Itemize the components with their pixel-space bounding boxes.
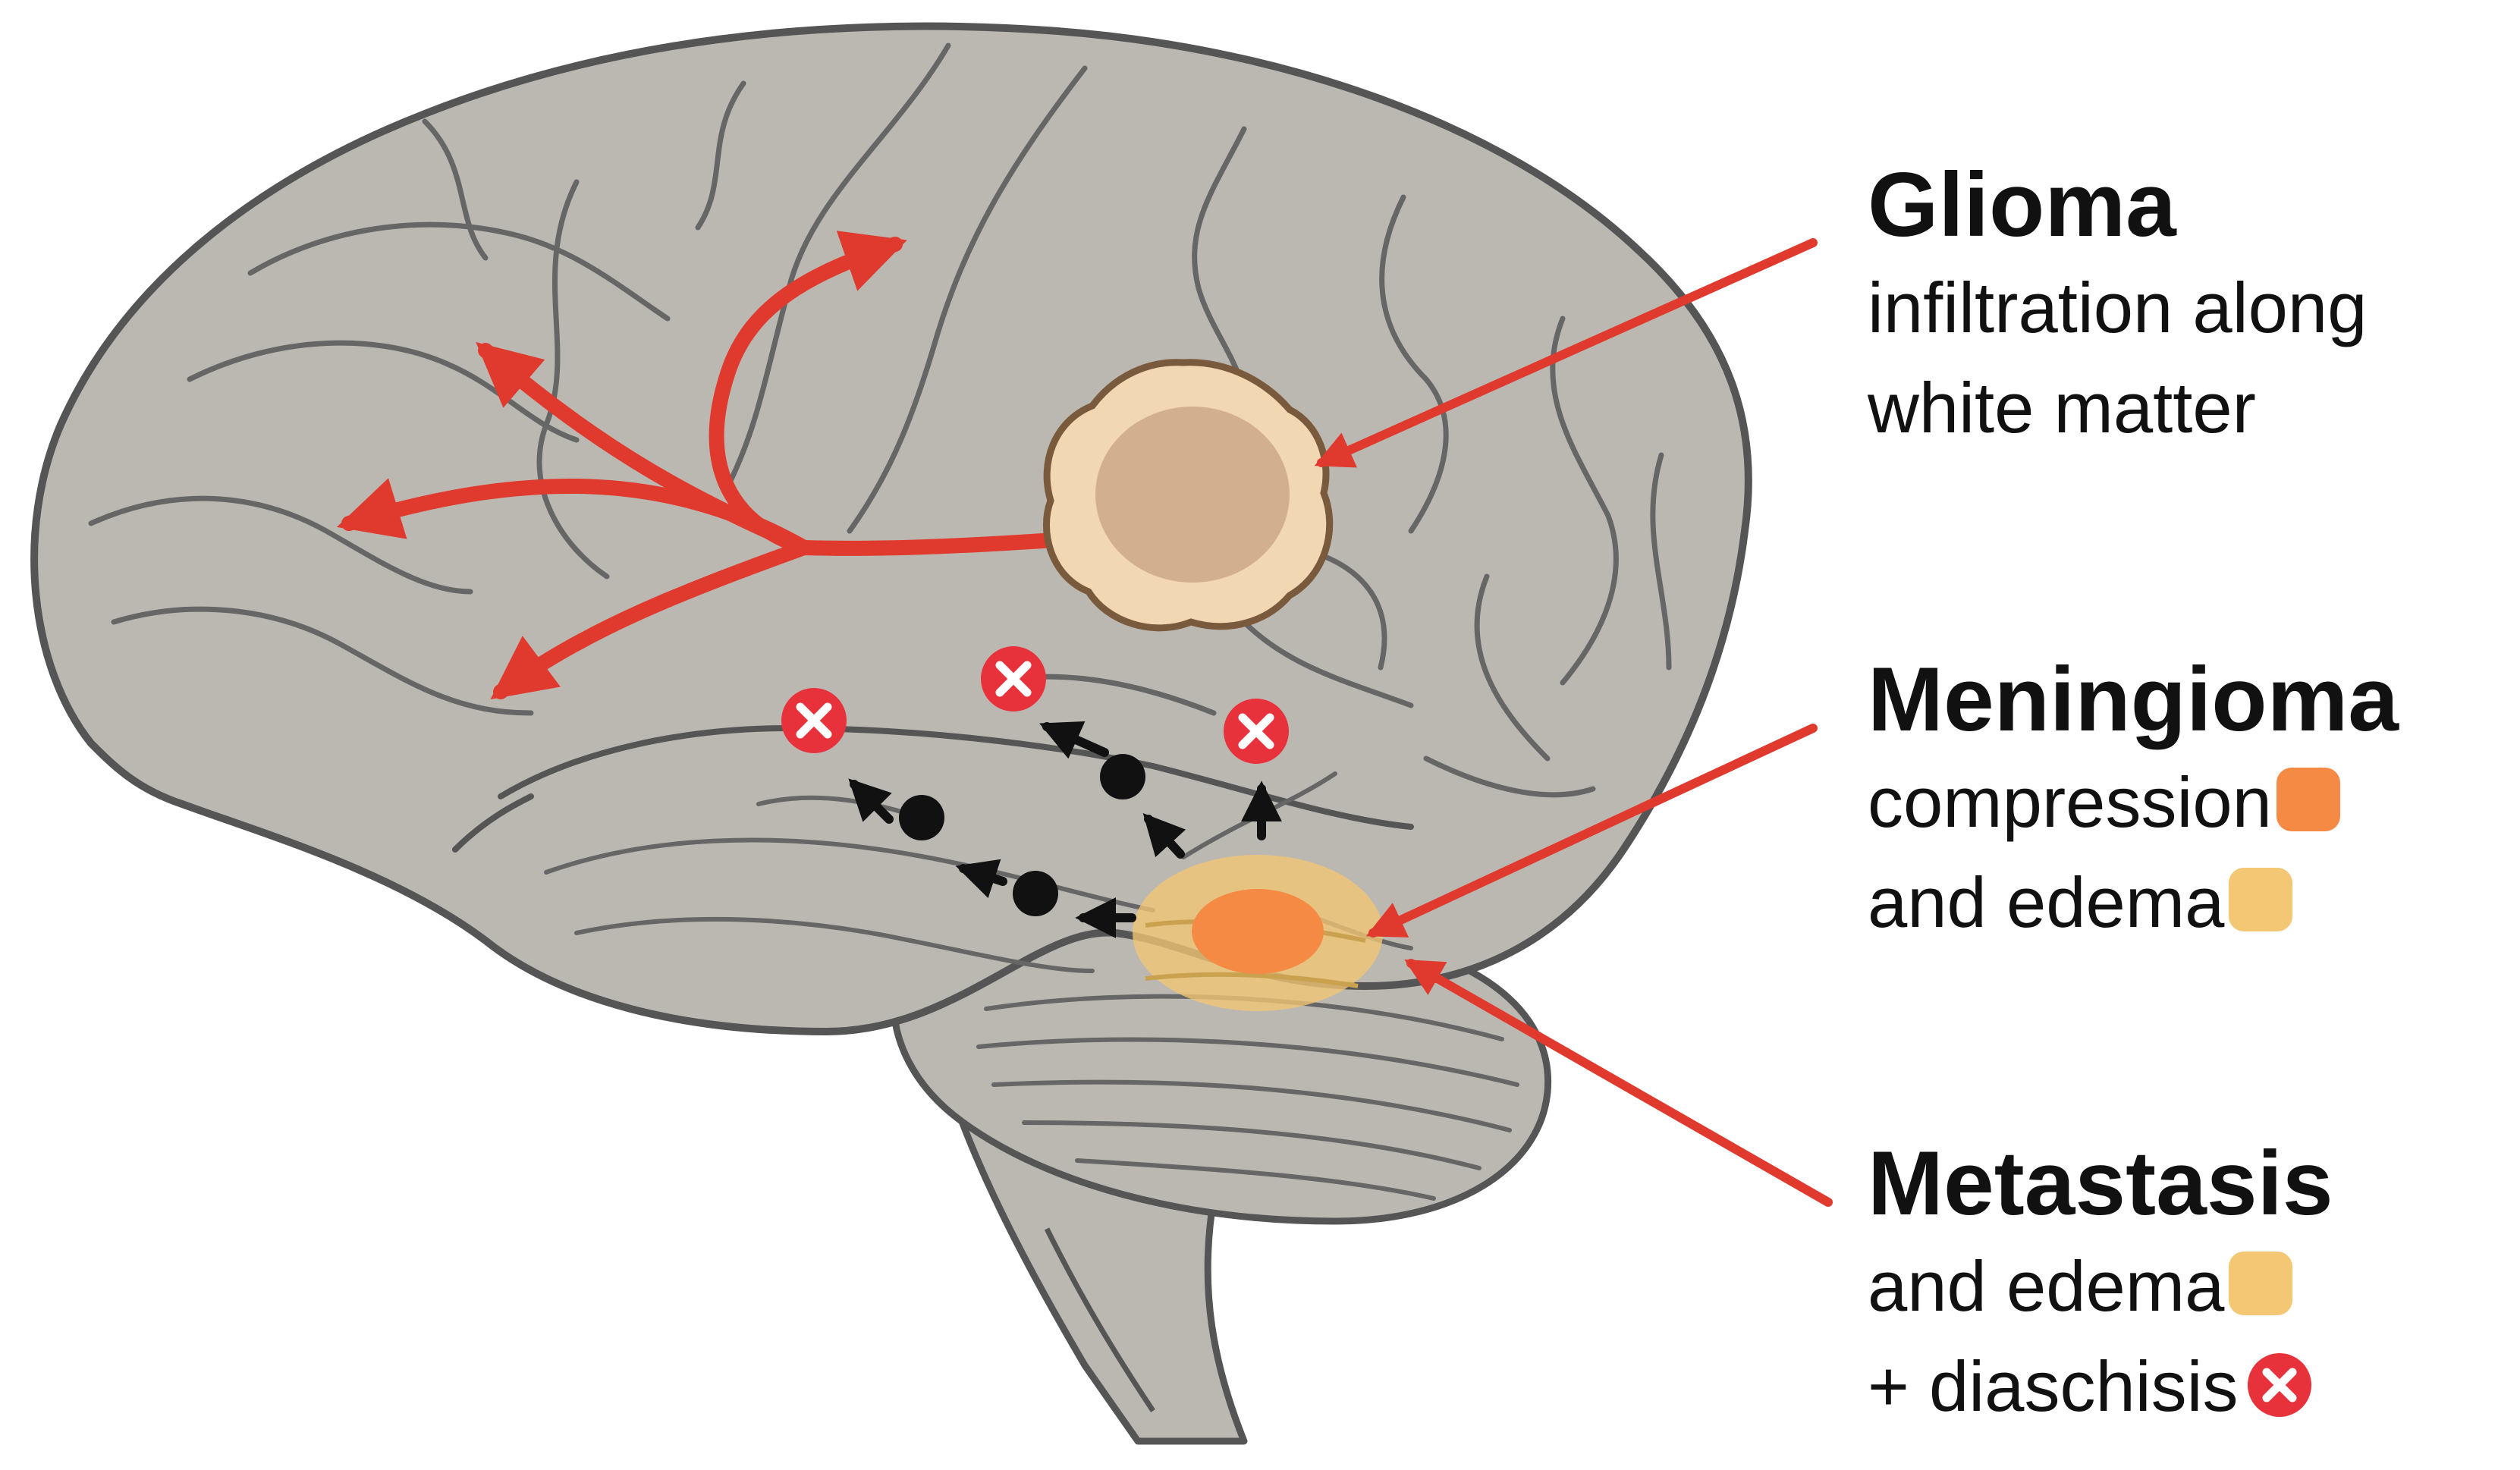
- glioma-tumor: [1042, 359, 1334, 632]
- glioma-infiltration-arrows: [336, 231, 1062, 700]
- cerebrum: [30, 22, 1752, 1035]
- meningioma-compression: [1192, 889, 1324, 974]
- infiltration-arrow-left: [336, 478, 812, 555]
- glioma-pointer-arrow: [1314, 238, 1818, 468]
- red-x-circle-icon: [781, 688, 847, 753]
- pointer-arrows: [1314, 238, 1833, 1207]
- diaschisis-node: [1100, 754, 1145, 799]
- sulci-lines: [88, 42, 1672, 798]
- diaschisis-arrows: [848, 721, 1282, 938]
- infiltration-arrow-down-left: [490, 540, 812, 700]
- metastasis-pointer-arrow: [1404, 959, 1833, 1207]
- red-x-circle-icon: [981, 646, 1046, 711]
- diaschisis-nodes: [899, 754, 1145, 916]
- red-x-circle-icon: [1224, 699, 1289, 764]
- meningioma-pointer-arrow: [1365, 724, 1818, 938]
- infiltration-trunk: [797, 532, 1062, 556]
- diaschisis-node: [899, 795, 944, 840]
- diaschisis-node: [1013, 871, 1058, 916]
- diaschisis-x-markers: [781, 646, 1289, 764]
